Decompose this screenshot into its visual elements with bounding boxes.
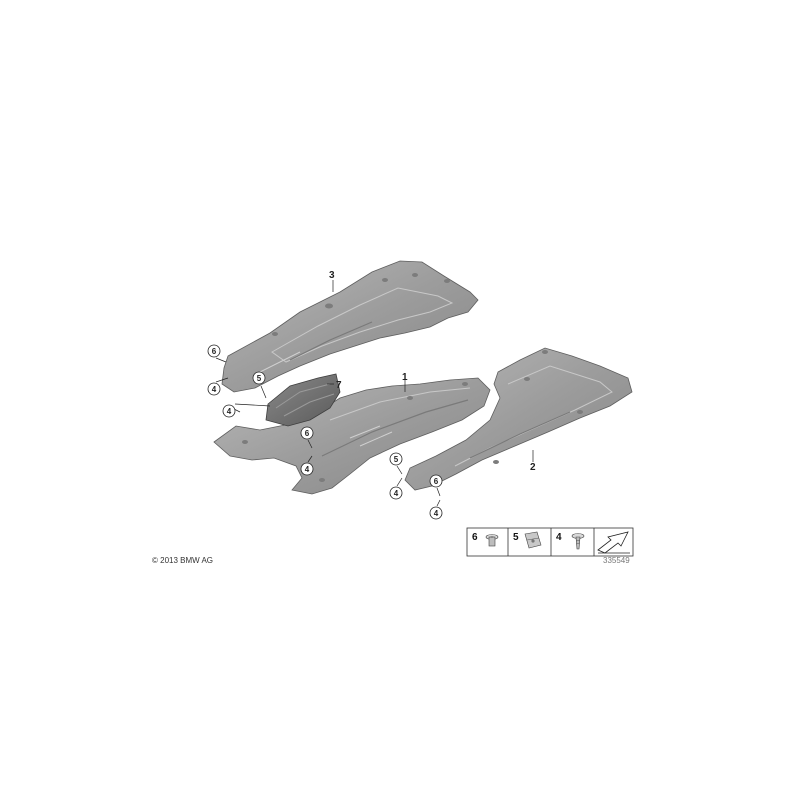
underbody-panel-2 [404, 347, 633, 491]
underbody-panel-3 [221, 260, 479, 393]
direction-arrow-icon [597, 531, 630, 554]
legend-number-5: 5 [513, 532, 519, 543]
fastener-callouts: 6 4 5 4 6 4 5 4 [207, 344, 443, 520]
callout-4e: 4 [429, 506, 443, 520]
svg-text:6: 6 [212, 347, 217, 356]
part-label-3: 3 [329, 270, 335, 281]
svg-text:4: 4 [434, 509, 439, 518]
leader-lines [215, 280, 534, 507]
callout-4c: 4 [300, 462, 314, 476]
part-label-7: 7 [336, 380, 342, 391]
callout-4a: 4 [207, 382, 221, 396]
heat-shield-7 [265, 373, 341, 427]
push-rivet-icon [485, 534, 499, 547]
callout-4d: 4 [389, 486, 403, 500]
screw-icon [571, 533, 585, 550]
svg-text:6: 6 [434, 477, 439, 486]
part-label-2: 2 [530, 462, 536, 473]
diagram-number: 335549 [603, 556, 630, 565]
callout-6a: 6 [207, 344, 221, 358]
callout-6c: 6 [429, 474, 443, 488]
part-label-1: 1 [402, 372, 408, 383]
svg-text:4: 4 [227, 407, 232, 416]
svg-text:5: 5 [394, 455, 399, 464]
callout-5a: 5 [252, 371, 266, 385]
legend-number-6: 6 [472, 532, 478, 543]
part-labels: 3 1 2 7 [329, 270, 536, 473]
svg-text:4: 4 [394, 489, 399, 498]
callout-5b: 5 [389, 452, 403, 466]
callout-6b: 6 [300, 426, 314, 440]
legend-number-4: 4 [556, 532, 562, 543]
clip-nut-icon [524, 531, 542, 549]
copyright-notice: © 2013 BMW AG [152, 556, 214, 565]
svg-text:4: 4 [305, 465, 310, 474]
svg-text:5: 5 [257, 374, 262, 383]
fastener-legend: 6 5 4 [466, 527, 634, 557]
svg-text:6: 6 [305, 429, 310, 438]
callout-4b: 4 [222, 404, 236, 418]
svg-text:4: 4 [212, 385, 217, 394]
